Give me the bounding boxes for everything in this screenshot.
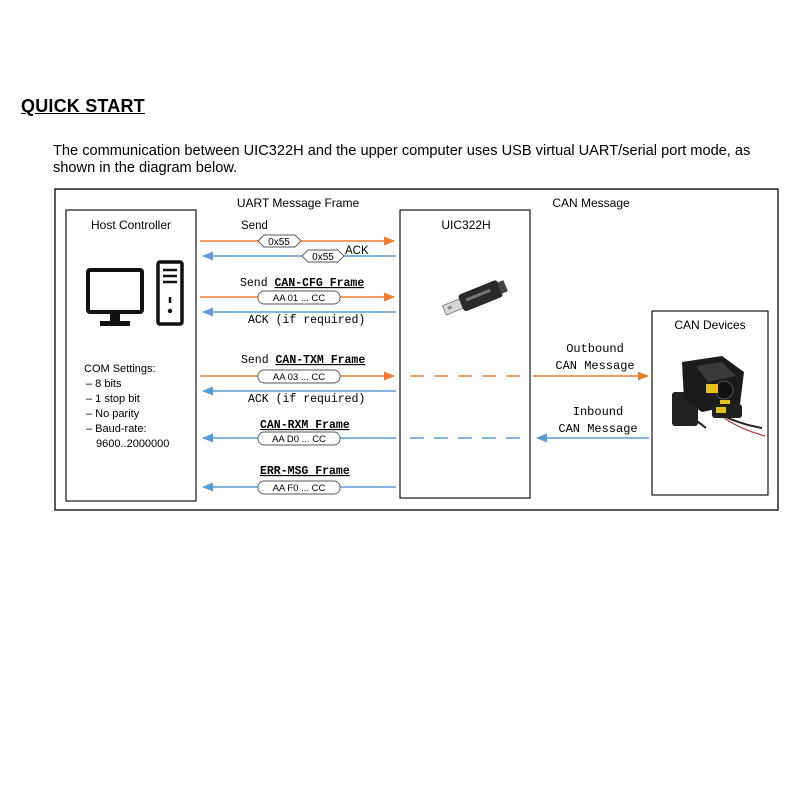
ack-if-required-label: ACK (if required) xyxy=(248,314,365,327)
com-setting-item: – 1 stop bit xyxy=(86,393,140,405)
com-setting-item: – Baud-rate: xyxy=(86,423,147,435)
uic322h-title: UIC322H xyxy=(441,218,490,232)
ack-if-required-label: ACK (if required) xyxy=(248,393,365,406)
intro-paragraph: The communication between UIC322H and th… xyxy=(53,143,751,176)
section-heading: QUICK START xyxy=(21,96,145,116)
outbound-label: Outbound xyxy=(566,342,624,356)
frame-bytes-tag xyxy=(257,369,341,384)
byte-tag-text: 0x55 xyxy=(268,237,290,248)
frame-bytes-tag xyxy=(257,290,341,305)
uic322h-box xyxy=(399,209,531,499)
can-message-label: CAN Message xyxy=(552,196,630,210)
frame-bytes-text: AA 03 ... CC xyxy=(273,372,325,383)
com-setting-item: – No parity xyxy=(86,408,140,420)
com-setting-item: – 8 bits xyxy=(86,378,122,390)
com-settings-title: COM Settings: xyxy=(84,363,156,375)
inbound-label: Inbound xyxy=(573,405,623,419)
byte-tag-text: 0x55 xyxy=(312,252,334,263)
host-controller-box xyxy=(65,209,197,502)
usb-adapter-icon xyxy=(442,280,508,316)
byte-tag xyxy=(257,234,302,248)
outbound-label: CAN Message xyxy=(555,359,634,373)
send-label: Send xyxy=(241,220,268,232)
uart-frame-label: UART Message Frame xyxy=(237,196,360,210)
can-rxm-label: CAN-RXM Frame xyxy=(260,419,350,432)
frame-bytes-tag xyxy=(257,480,341,495)
diagram-frame xyxy=(54,188,779,511)
can-devices-title: CAN Devices xyxy=(674,318,745,332)
ack-label: ACK xyxy=(345,245,369,257)
err-msg-label: ERR-MSG Frame xyxy=(260,465,350,478)
inbound-label: CAN Message xyxy=(558,422,637,436)
host-controller-title: Host Controller xyxy=(91,218,171,232)
frame-bytes-text: AA F0 ... CC xyxy=(273,483,326,494)
byte-tag xyxy=(301,249,345,263)
com-setting-item: 9600..2000000 xyxy=(96,438,169,450)
frame-bytes-tag xyxy=(257,431,341,446)
frame-bytes-text: AA 01 ... CC xyxy=(273,293,325,304)
send-can-txm-label: Send CAN-TXM Frame xyxy=(241,354,365,367)
can-motor-icon xyxy=(672,356,766,437)
send-can-cfg-label: Send CAN-CFG Frame xyxy=(240,277,364,290)
frame-bytes-text: AA D0 ... CC xyxy=(272,434,326,445)
computer-icon xyxy=(86,260,184,326)
